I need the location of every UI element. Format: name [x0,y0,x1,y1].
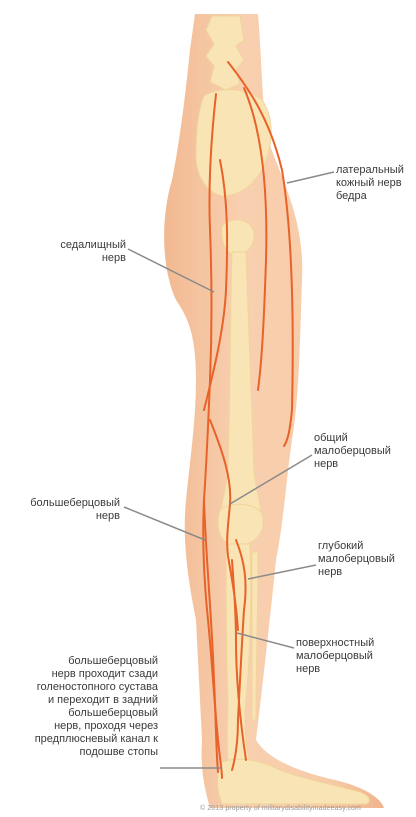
copyright-text: © 2013 property of militarydisabilitymad… [200,805,414,812]
label-superficial-peroneal-nerve: поверхностный малоберцовый нерв [296,637,412,676]
label-tibial-nerve: большеберцовый нерв [2,497,120,523]
spine [206,16,244,90]
foot-bones [218,759,370,804]
label-tibial-nerve-ankle: большеберцовый нерв проходит сзади голен… [6,655,158,759]
label-lateral-femoral-cutaneous-nerve: латеральный кожный нерв бедра [336,164,416,203]
leader-lateral [287,172,334,183]
knee [218,504,263,544]
label-common-peroneal-nerve: общий малоберцовый нерв [314,432,410,471]
label-sciatic-nerve: седалищный нерв [20,239,126,265]
label-deep-peroneal-nerve: глубокий малоберцовый нерв [318,540,414,579]
